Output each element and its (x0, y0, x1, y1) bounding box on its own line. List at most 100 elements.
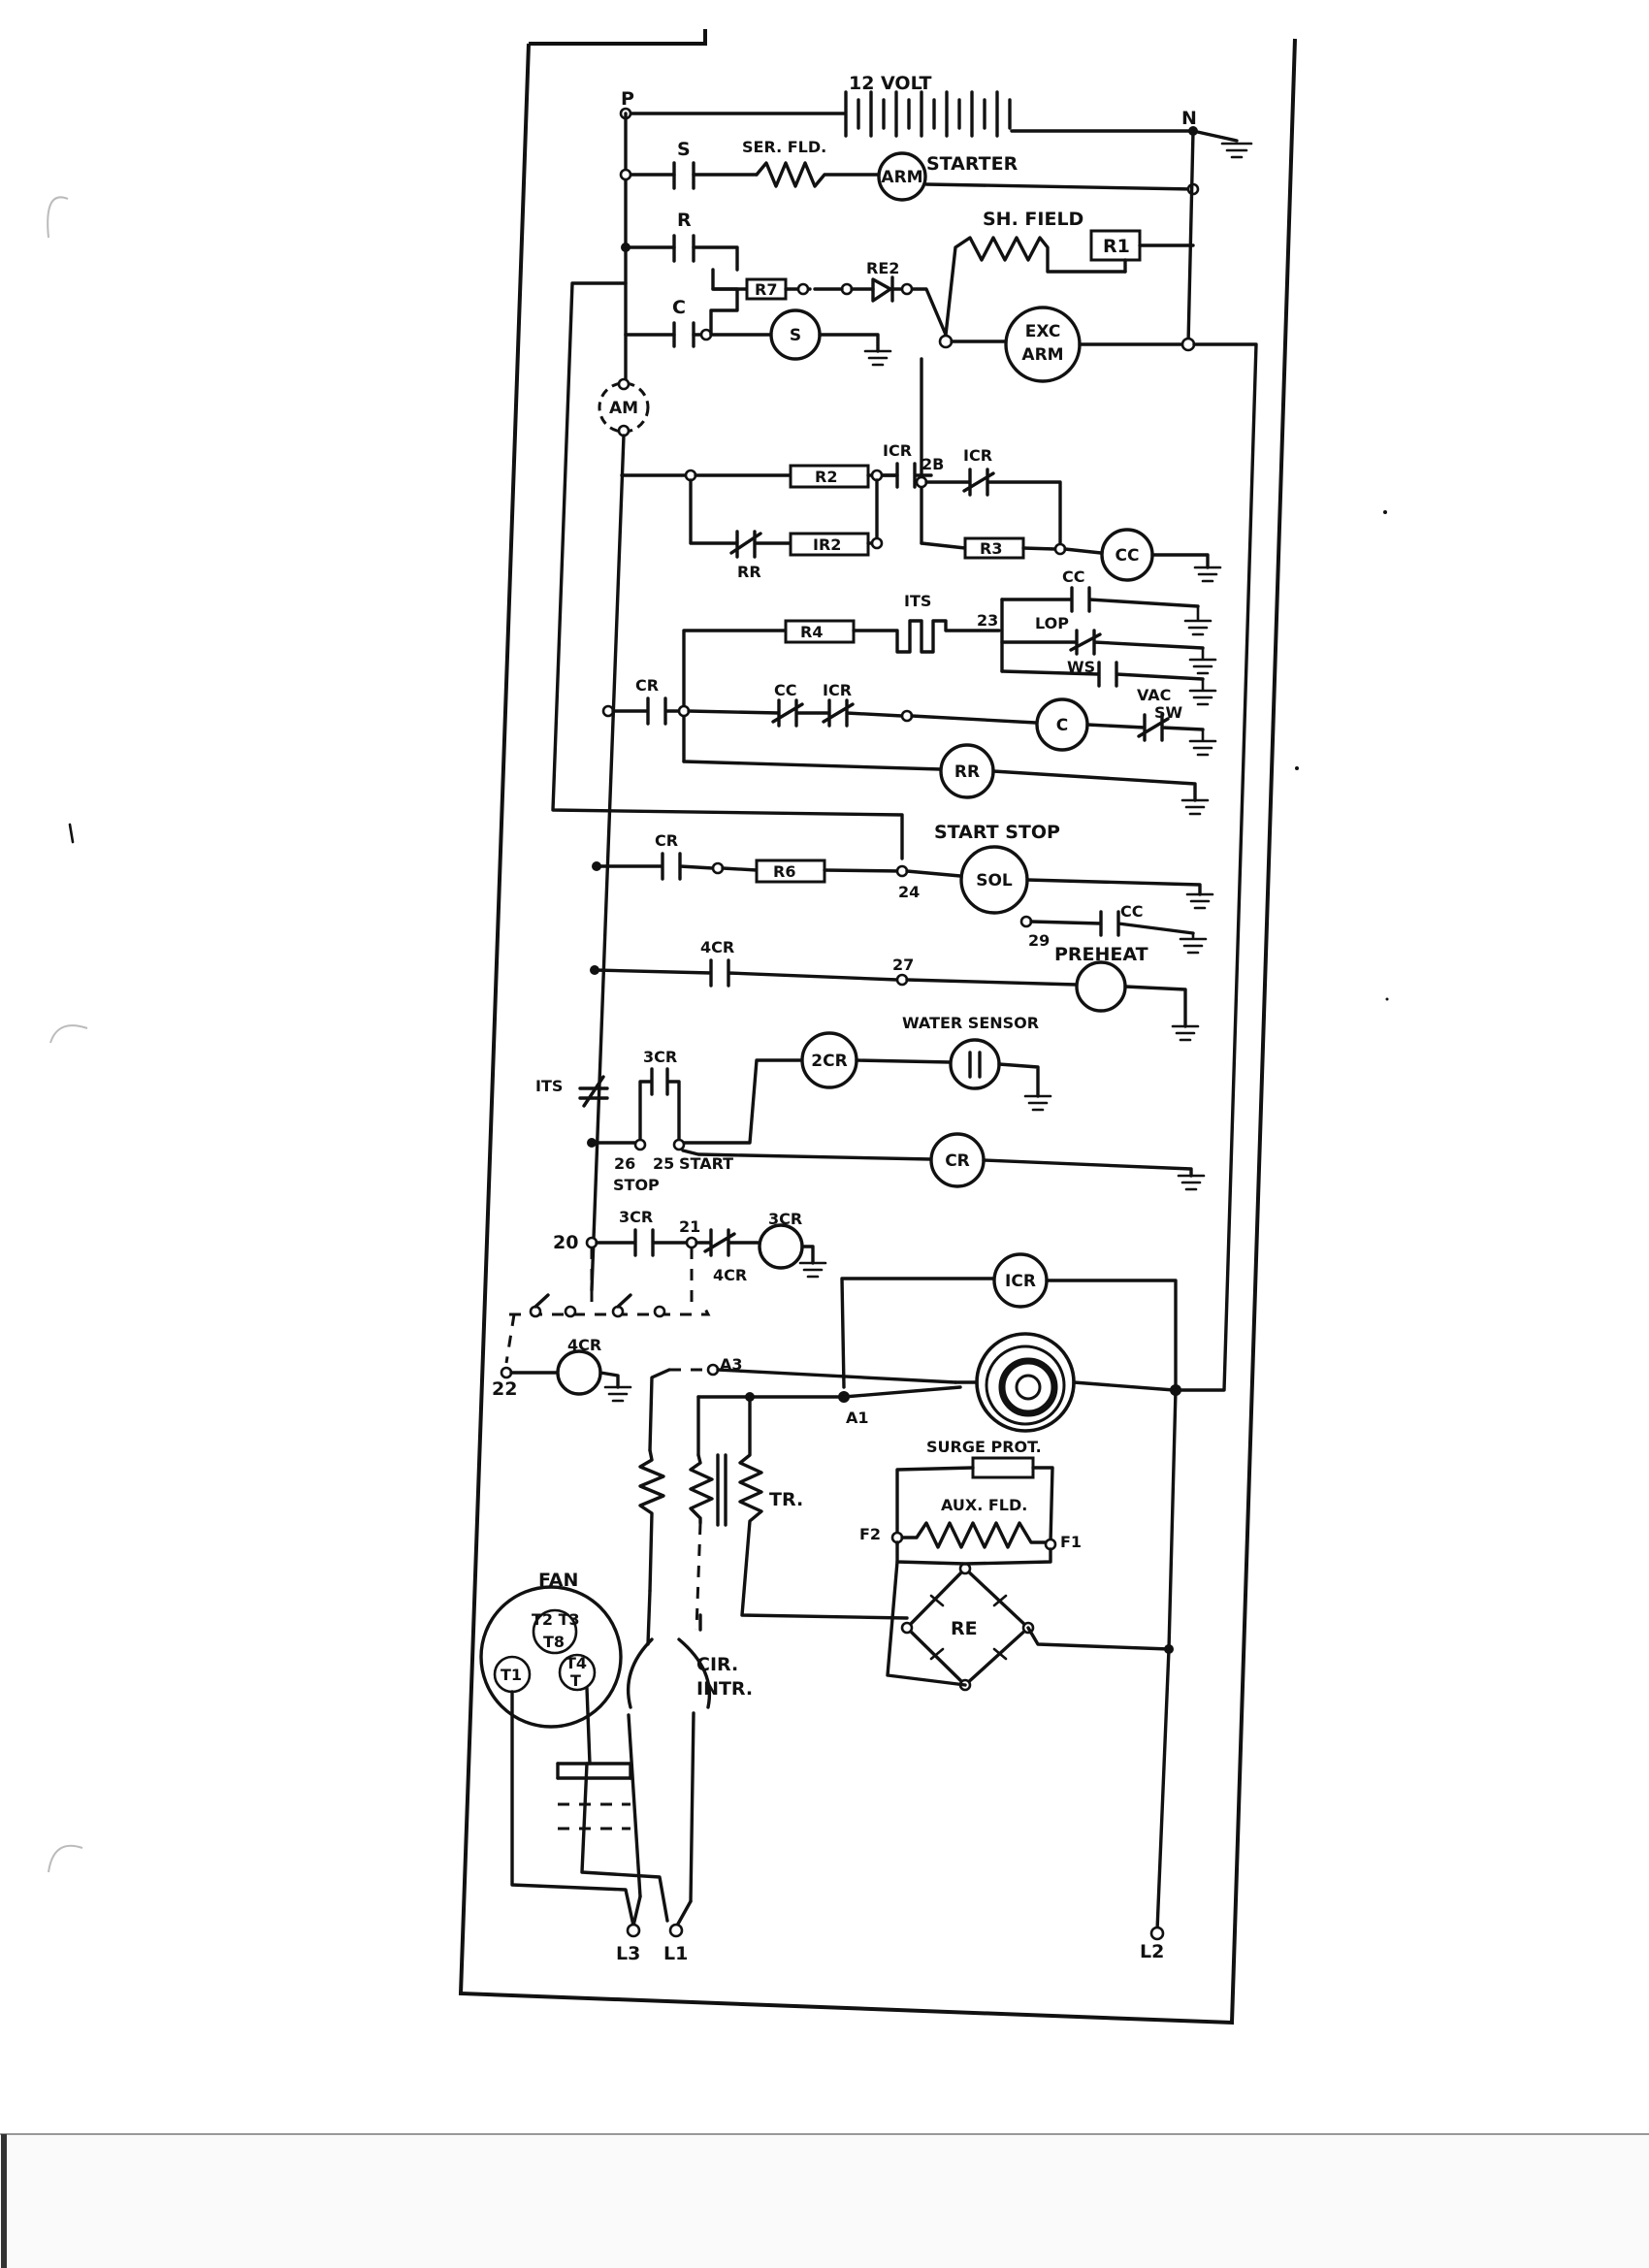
start-circuit: 26 25 START CR STOP (587, 1132, 1206, 1194)
label-r-contact: R (677, 210, 692, 231)
node-25 (672, 1138, 686, 1151)
node-ir2 (870, 536, 884, 550)
label-cr-a: CR (635, 676, 659, 695)
label-cr-coil: CR (945, 1151, 970, 1171)
label-re2: RE2 (866, 259, 899, 277)
shutdown-circuit: R4 ITS 23 CC LOP WS (682, 567, 1217, 763)
label-node-n: N (1181, 108, 1197, 129)
label-vac: VAC (1137, 686, 1171, 704)
label-s-coil: S (790, 326, 801, 345)
label-r4: R4 (800, 623, 823, 641)
label-a1: A1 (846, 1409, 869, 1427)
sol-circuit: CR R6 24 SOL START STOP 29 CC (592, 822, 1214, 955)
frame-outline (529, 29, 707, 46)
ground-symbol-preheat (1171, 1024, 1200, 1042)
water-sensor-circuit: ITS 3CR 2CR WATER SENSOR (535, 1014, 1052, 1145)
label-4cr-a: 4CR (700, 938, 734, 956)
label-r3: R3 (980, 539, 1002, 558)
label-3cr-b: 3CR (619, 1208, 653, 1226)
3cr-coil (758, 1223, 804, 1270)
label-t2t3: T2 T3 (532, 1610, 580, 1629)
ground-symbol-cc-top (1183, 604, 1212, 636)
label-icr-b: ICR (963, 446, 992, 465)
ammeter-am: AM (598, 381, 650, 434)
label-f1: F1 (1060, 1533, 1082, 1551)
ground-symbol-cr (1177, 1174, 1206, 1191)
generator-section: ICR A3 A1 TR. SURGE PROT. (638, 1252, 1181, 1932)
label-f2: F2 (859, 1525, 881, 1543)
label-l3: L3 (616, 1943, 640, 1964)
node-s-left (619, 168, 632, 181)
preheat-element (1075, 960, 1127, 1013)
label-lop: LOP (1035, 614, 1069, 632)
terminal-l1 (668, 1923, 684, 1938)
label-c-contact: C (672, 297, 686, 318)
node-exc-left (938, 334, 954, 349)
label-arm: ARM (881, 168, 922, 187)
label-its-top: ITS (904, 592, 931, 610)
label-icr-mid: ICR (823, 681, 852, 699)
label-stop: STOP (613, 1176, 660, 1194)
exciter-armature (1004, 306, 1082, 383)
node-am-top (617, 377, 630, 391)
ground-symbol-ws (1188, 677, 1217, 706)
label-start-stop: START STOP (934, 822, 1060, 843)
speck (1383, 510, 1387, 514)
label-3cr-c: 3CR (768, 1210, 802, 1228)
label-r6: R6 (773, 862, 795, 881)
label-ir2: IR2 (813, 535, 841, 554)
starter-arm-motor (877, 151, 927, 202)
label-ser-fld: SER. FLD. (742, 138, 826, 156)
3cr-circuit: 20 3CR 21 4CR 3CR (553, 1208, 827, 1310)
label-cc-top: CC (1062, 567, 1084, 586)
fan-motor: FAN T2 T3 T8 T1 T4 T (479, 1570, 669, 1928)
generator-rotor (975, 1332, 1076, 1433)
preheat-circuit: 4CR 27 PREHEAT (590, 938, 1200, 1042)
bus-n (1186, 129, 1195, 346)
binder-hole-mid (49, 1024, 88, 1044)
ground-symbol-cc (1193, 566, 1222, 583)
switch-contact-2 (564, 1305, 577, 1318)
label-exc-arm: ARM (1021, 345, 1063, 365)
label-sh-field: SH. FIELD (983, 209, 1083, 230)
speck (1295, 766, 1299, 770)
ground-symbol-sol (1185, 892, 1214, 910)
label-r2: R2 (815, 468, 837, 486)
terminal-l3 (626, 1923, 641, 1938)
ground-symbol-29 (1179, 931, 1208, 955)
label-cc-coil: CC (1116, 546, 1140, 566)
terminal-l2 (1149, 1926, 1165, 1941)
label-s-contact: S (677, 139, 691, 160)
selector-switch (504, 1293, 711, 1364)
label-node-p: P (621, 88, 634, 110)
label-22: 22 (492, 1378, 517, 1400)
label-cr-b: CR (655, 831, 678, 850)
label-27: 27 (892, 956, 914, 974)
label-4cr-b: 4CR (567, 1336, 601, 1354)
ground-symbol-vac (1188, 728, 1217, 757)
label-2cr: 2CR (811, 1052, 847, 1071)
label-l1: L1 (663, 1943, 688, 1964)
label-icr-coil: ICR (1005, 1272, 1036, 1291)
binder-hole-top (47, 196, 69, 239)
label-cc-mid: CC (774, 681, 796, 699)
label-sol: SOL (976, 871, 1013, 891)
ground-symbol-4cr (603, 1385, 632, 1403)
bus-left (590, 434, 626, 1292)
binder-hole-bottom (48, 1844, 83, 1873)
ground-symbol-3cr (798, 1261, 827, 1279)
rectifier-bridge: RE (900, 1562, 1035, 1692)
label-23: 23 (977, 611, 998, 630)
label-c-coil: C (1056, 716, 1068, 735)
surge-protector (971, 1456, 1035, 1479)
label-20: 20 (553, 1232, 578, 1253)
ground-symbol-n (1220, 142, 1253, 159)
label-26: 26 (614, 1154, 635, 1173)
node-26-b (633, 1138, 647, 1151)
label-cc-pre: CC (1120, 902, 1143, 921)
frame-outline-main (458, 38, 1297, 2025)
label-24: 24 (898, 883, 920, 901)
battery-cells (844, 90, 1012, 138)
label-tr: TR. (769, 1489, 803, 1510)
